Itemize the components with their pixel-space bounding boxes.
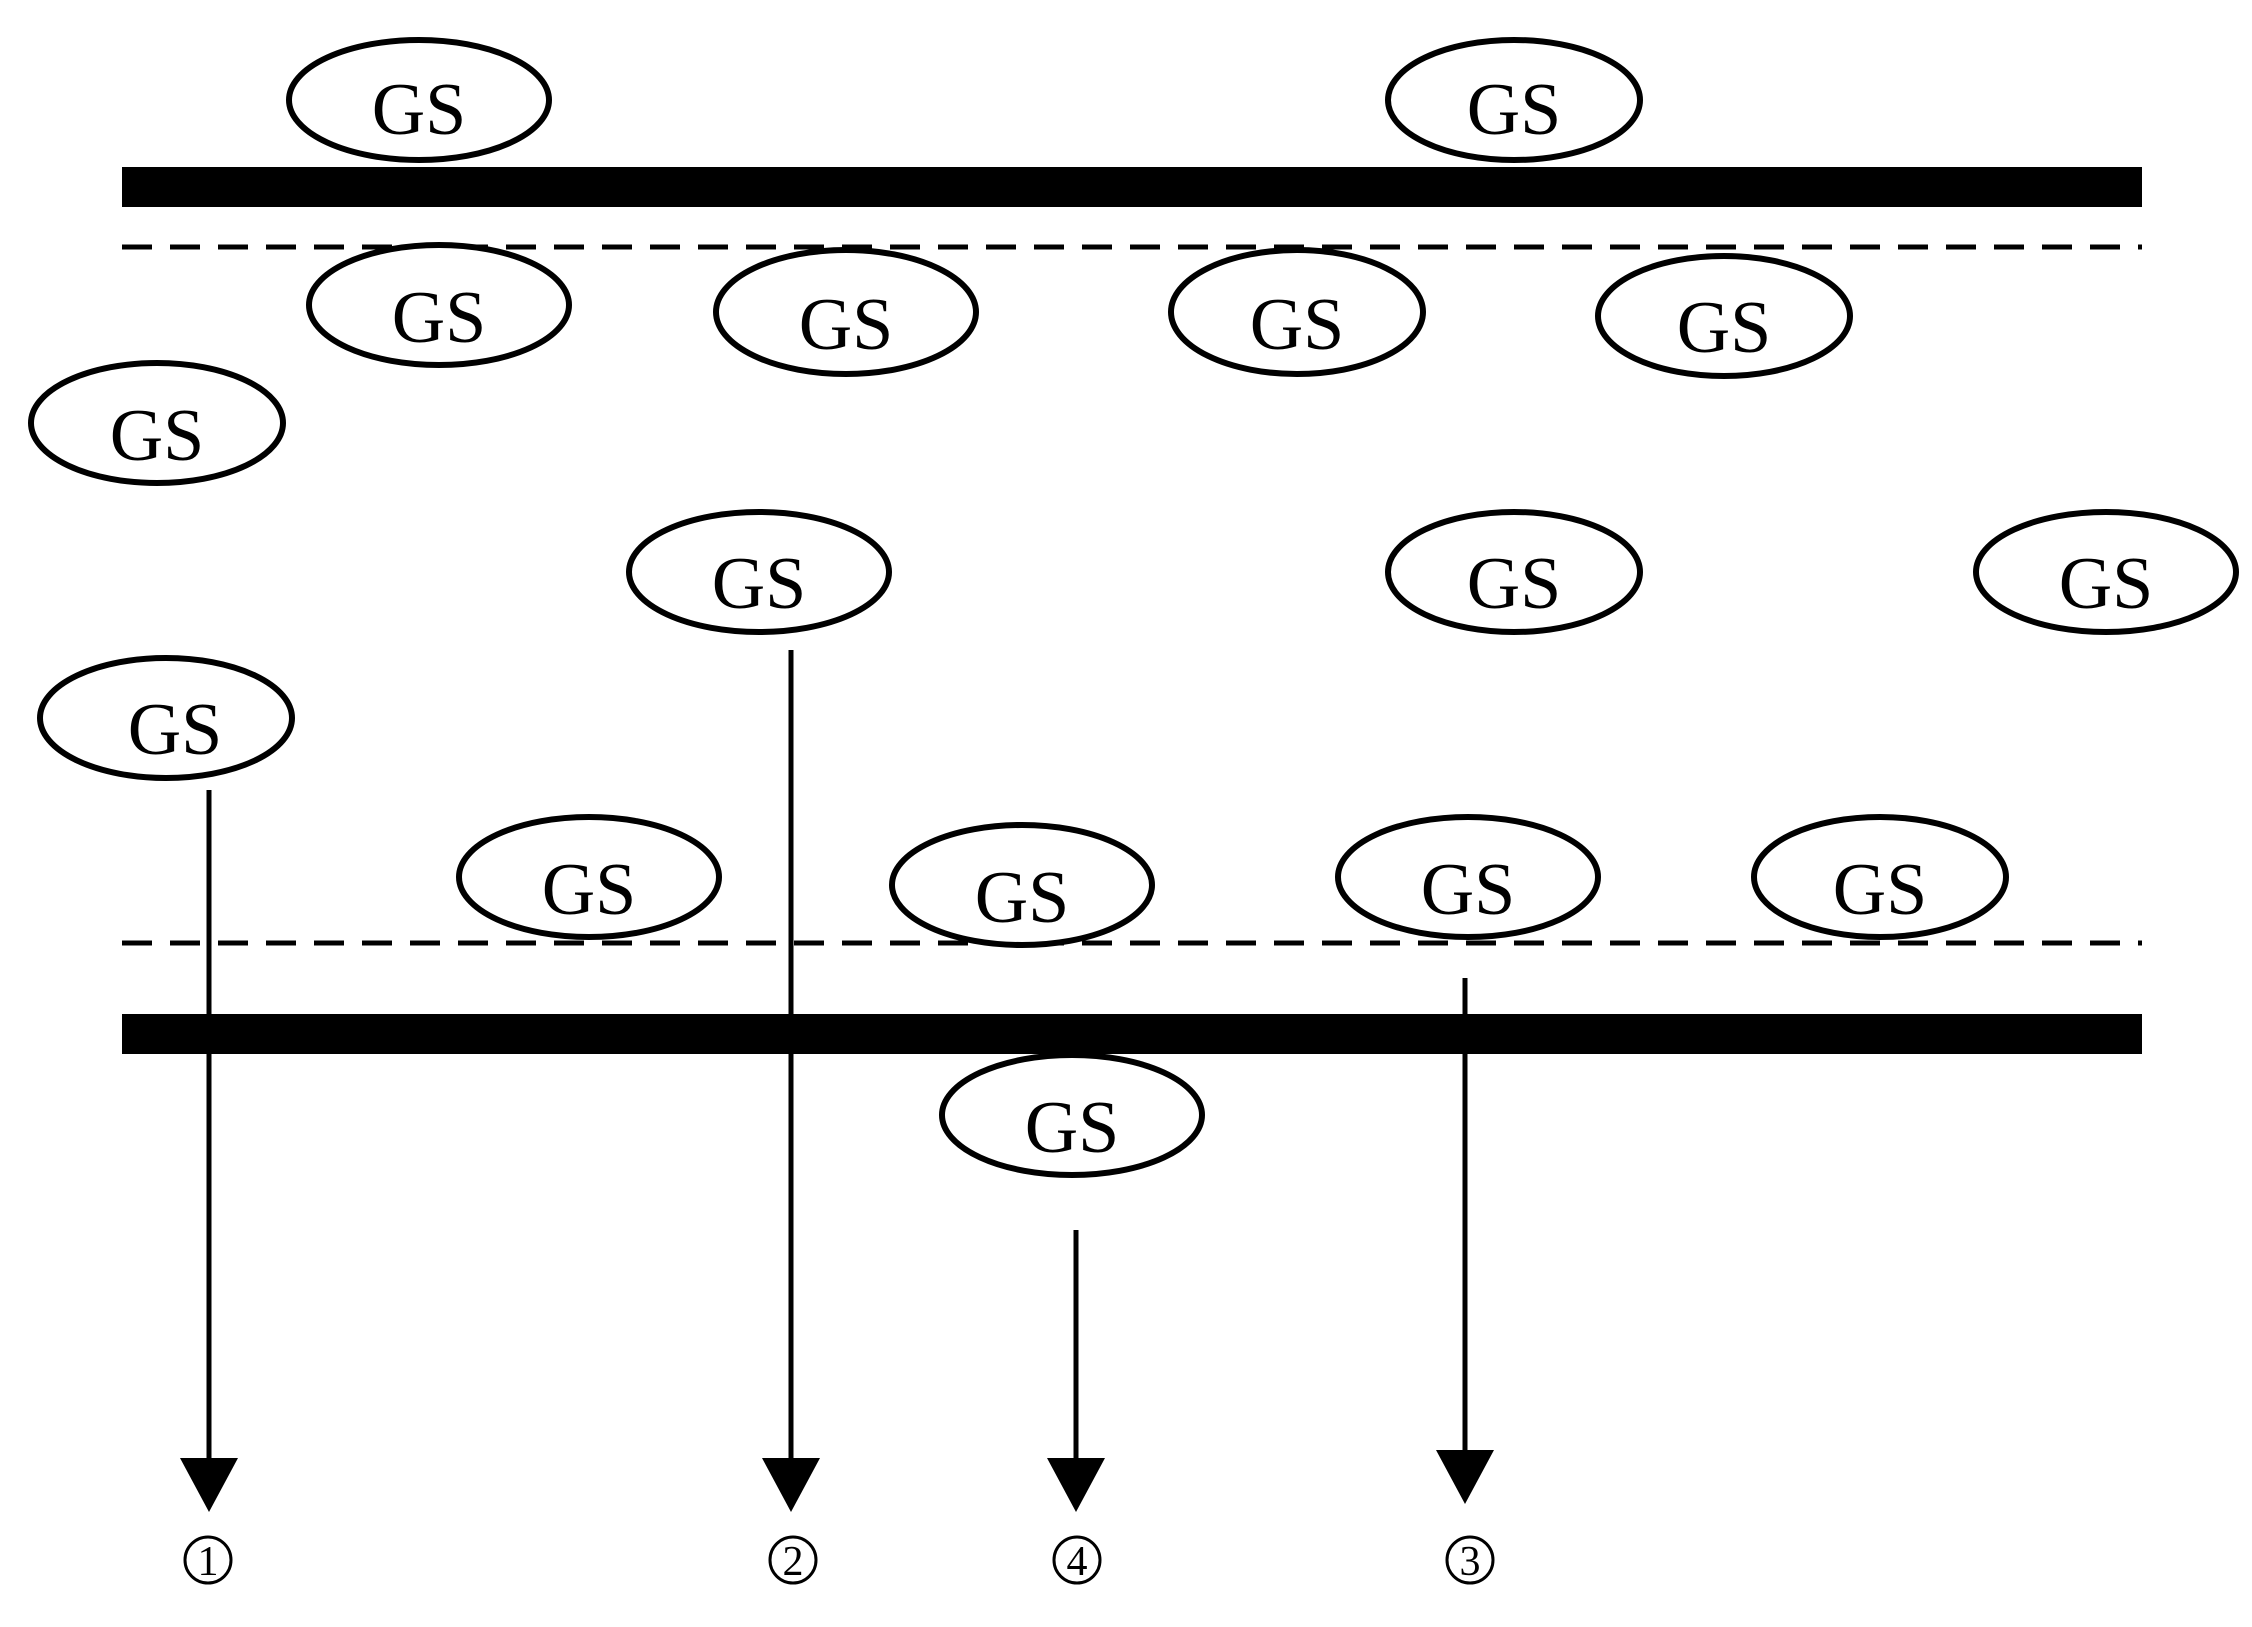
gs-label: GS bbox=[799, 284, 894, 366]
gs-molecule: GS bbox=[889, 822, 1155, 948]
gs-molecule: GS bbox=[1751, 814, 2009, 940]
pathway-marker-label: 3 bbox=[1460, 1539, 1481, 1585]
gs-molecule: GS bbox=[939, 1052, 1205, 1178]
lower-solid-boundary bbox=[122, 1014, 2142, 1054]
gs-molecule: GS bbox=[713, 247, 979, 377]
pathway-arrow-3 bbox=[1436, 978, 1494, 1504]
gs-molecule: GS bbox=[1335, 814, 1601, 940]
gs-label: GS bbox=[1833, 849, 1928, 931]
gs-label: GS bbox=[1025, 1087, 1120, 1169]
gs-label: GS bbox=[542, 849, 637, 931]
gs-label: GS bbox=[712, 543, 807, 625]
gs-label: GS bbox=[1467, 543, 1562, 625]
pathway-marker-label: 4 bbox=[1067, 1539, 1088, 1585]
gs-label: GS bbox=[128, 689, 223, 771]
pathway-arrow-4 bbox=[1047, 1230, 1105, 1512]
gs-label: GS bbox=[975, 857, 1070, 939]
gs-molecule: GS bbox=[1595, 253, 1853, 379]
gs-label: GS bbox=[1250, 284, 1345, 366]
pathway-marker-label: 2 bbox=[783, 1539, 804, 1585]
gs-molecule: GS bbox=[1385, 509, 1643, 635]
pathway-marker-3: 3 bbox=[1445, 1535, 1495, 1585]
gs-molecule: GS bbox=[626, 509, 892, 635]
gs-label: GS bbox=[1421, 849, 1516, 931]
pathway-marker-1: 1 bbox=[183, 1535, 233, 1585]
gs-label: GS bbox=[1467, 69, 1562, 151]
gs-molecule: GS bbox=[1168, 247, 1426, 377]
pathway-arrow-1 bbox=[180, 790, 238, 1512]
gs-molecule: GS bbox=[37, 655, 295, 781]
gs-label: GS bbox=[392, 277, 487, 359]
pathway-arrow-2 bbox=[762, 650, 820, 1512]
pathway-marker-label: 1 bbox=[198, 1539, 219, 1585]
gs-label: GS bbox=[110, 395, 205, 477]
gs-molecule: GS bbox=[306, 242, 572, 368]
gs-molecule: GS bbox=[456, 814, 722, 940]
pathway-marker-2: 2 bbox=[768, 1535, 818, 1585]
gs-label: GS bbox=[1677, 287, 1772, 369]
gs-label: GS bbox=[372, 69, 467, 151]
gs-molecule: GS bbox=[28, 360, 286, 486]
pathway-marker-4: 4 bbox=[1052, 1535, 1102, 1585]
gs-molecule: GS bbox=[286, 37, 552, 163]
gs-label: GS bbox=[2059, 543, 2154, 625]
gs-molecule: GS bbox=[1973, 509, 2239, 635]
upper-solid-boundary bbox=[122, 167, 2142, 207]
gs-molecule: GS bbox=[1385, 37, 1643, 163]
